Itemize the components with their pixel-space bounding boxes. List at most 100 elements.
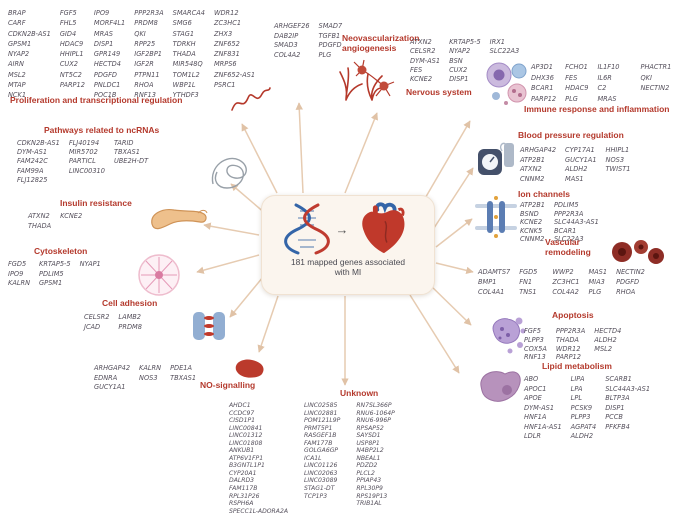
gene-label: DAB2IP	[274, 31, 299, 40]
gene-label: DISP1	[93, 39, 114, 48]
gene-label: PCSK9	[570, 403, 593, 412]
gene-label: GUCY1A1	[565, 155, 597, 164]
gene-label: CYP17A1	[565, 146, 595, 154]
gene-label: FAM99A	[17, 166, 44, 175]
category-label-ion-channels: Ion channels	[518, 189, 570, 199]
gene-label: ATP2B1	[520, 201, 545, 209]
cell-adhesion-icon	[193, 312, 225, 340]
gene-label: RNU6-996P	[356, 417, 391, 425]
gene-column: KCNE2	[60, 212, 82, 222]
gene-label: CCDC97	[229, 409, 255, 417]
blood-pressure-monitor-icon	[478, 142, 514, 175]
right-arrow-icon: →	[335, 221, 349, 237]
heart-icon	[361, 202, 405, 254]
gene-label: FGD5	[8, 260, 27, 268]
gene-label: PRDM8	[134, 19, 158, 28]
gene-label: ARHGEF26	[274, 22, 310, 30]
gene-label: FLJ12825	[17, 175, 48, 184]
ion-channel-icon	[475, 196, 517, 238]
gene-label: STAG1	[172, 29, 195, 38]
gene-label: SMAD3	[274, 41, 298, 49]
gene-label: COL4A1	[478, 288, 505, 296]
gene-label: MAS1	[565, 174, 584, 183]
gene-label: NBEAL1	[356, 454, 381, 462]
gene-label: ZHX3	[213, 29, 233, 38]
gene-label: PLG	[565, 94, 578, 103]
gene-label: PRDM8	[118, 322, 142, 331]
category-label-nervous-system: Nervous system	[406, 87, 472, 97]
gene-label: TARID	[113, 139, 134, 147]
gene-label: BSND	[520, 209, 539, 218]
gene-label: COL4A2	[552, 288, 579, 296]
neurons-icon	[353, 59, 395, 97]
cell-cytoskeleton-icon	[138, 254, 180, 296]
no-signalling-blob-icon	[235, 359, 264, 378]
gene-label: ATXN2	[410, 38, 432, 46]
gene-label: WDR12	[555, 344, 581, 353]
gene-label: SLC22A3	[553, 235, 584, 244]
gene-label: ABO	[524, 375, 539, 383]
gene-label: ATXN2	[520, 165, 542, 173]
gene-label: THADA	[555, 335, 579, 344]
gene-label: GPSM1	[39, 279, 63, 287]
gene-label: FGF5	[59, 9, 77, 17]
gene-label: ZC3HC1	[552, 278, 580, 286]
gene-label: MAS1	[588, 268, 608, 276]
gene-label: NCK1	[8, 91, 27, 100]
gene-label: KCNE2	[520, 218, 543, 227]
gene-label: ATP2B1	[520, 155, 545, 164]
gene-label: EDNRA	[94, 373, 118, 382]
gene-label: IL6R	[597, 73, 612, 82]
gene-label: ARHGAP42	[94, 364, 131, 372]
gene-label: FES	[410, 65, 423, 74]
gene-label: TGFB1	[318, 31, 341, 40]
gene-label: PLG	[318, 50, 332, 59]
gene-label: FAM177B	[304, 439, 333, 447]
gene-label: RNF13	[134, 91, 156, 100]
gene-label: WDR12	[213, 9, 239, 17]
gene-label: PCCB	[605, 413, 623, 421]
gene-label: ZNF652	[213, 39, 240, 48]
pancreas-icon	[151, 209, 208, 230]
gene-label: WBP1L	[172, 81, 196, 90]
gene-label: PDZD2	[356, 462, 378, 470]
gene-label: POC1B	[93, 91, 117, 100]
gene-label: LINC01312	[229, 432, 263, 440]
gene-label: COX5A	[524, 344, 547, 353]
gene-label: ALDH2	[565, 165, 588, 173]
gene-label: ZNF831	[213, 50, 240, 59]
gene-label: THADA	[28, 221, 52, 230]
gene-label: POM121L9P	[304, 417, 341, 425]
gene-label: LDLR	[524, 432, 542, 440]
gene-label: RNF13	[524, 353, 546, 362]
gene-label: FHL5	[59, 19, 77, 28]
category-label-blood-pressure: Blood pressure regulation	[518, 130, 624, 140]
gene-label: BCAR1	[531, 84, 554, 92]
gene-label: FAM242C	[17, 157, 48, 166]
gene-label: FGD5	[519, 268, 538, 276]
gene-label: CELSR2	[410, 47, 436, 56]
gene-label: KRTAP5-5	[449, 38, 481, 46]
gene-label: WWP2	[552, 268, 574, 276]
